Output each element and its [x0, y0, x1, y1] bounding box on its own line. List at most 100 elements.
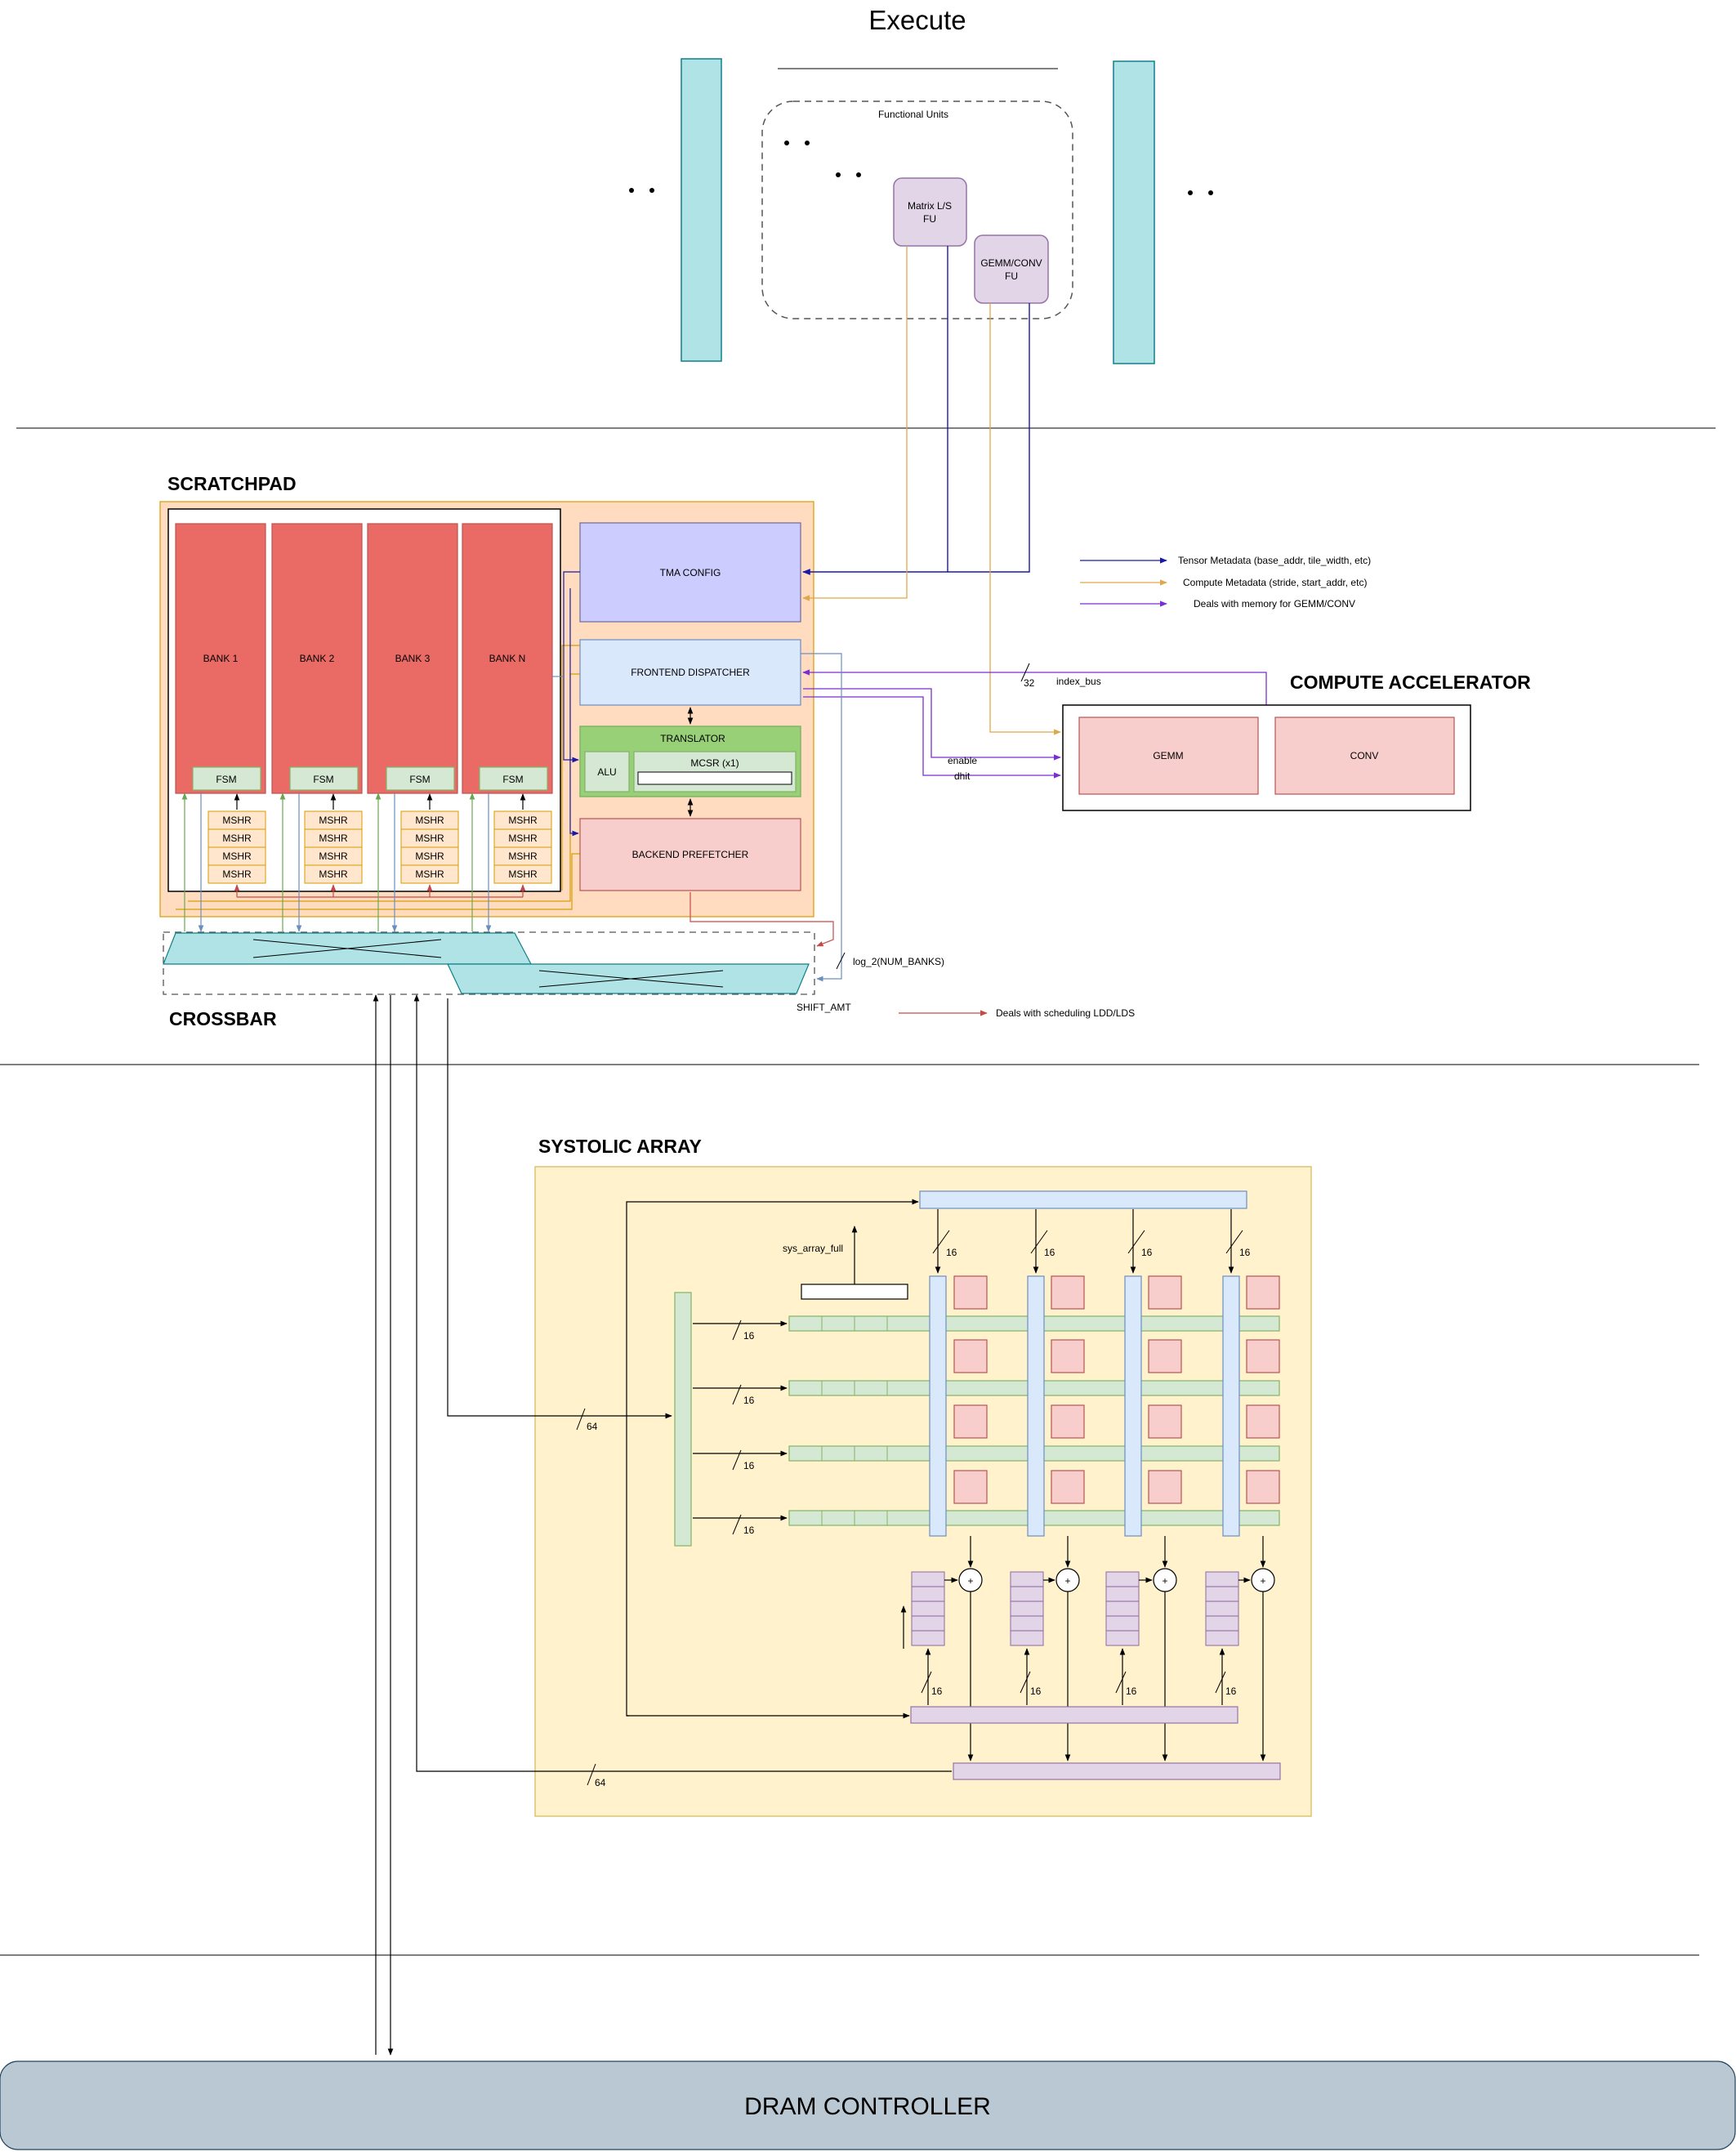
legend-label-compute: Compute Metadata (stride, start_addr, et… — [1183, 577, 1367, 588]
processing-element-2-3 — [1148, 1339, 1182, 1373]
crossbar-stage-2-cross-b — [538, 970, 724, 988]
accumulator-entry — [911, 1571, 945, 1587]
ellipsis-fu-2 — [836, 172, 861, 177]
scheduling-bus — [234, 884, 834, 947]
accumulator-entry — [1010, 1630, 1044, 1646]
mshr-label: MSHR — [319, 851, 348, 862]
scratchpad-title: SCRATCHPAD — [167, 473, 297, 494]
processing-element-1-4 — [1246, 1275, 1280, 1310]
accumulator-entry — [911, 1615, 945, 1632]
adder-symbol: + — [967, 1575, 973, 1587]
width-tick-16-row — [732, 1319, 742, 1341]
psum-buffer — [910, 1706, 1238, 1724]
width-label-16-psum: 16 — [931, 1685, 943, 1697]
accumulator-entry — [1205, 1586, 1239, 1602]
width-label-16-psum: 16 — [1030, 1685, 1042, 1697]
enable-line — [803, 688, 1061, 761]
mshr-stack-1: MSHR MSHR MSHR MSHR — [208, 810, 266, 884]
dhit-line — [803, 696, 1061, 779]
systolic-title: SYSTOLIC ARRAY — [538, 1136, 702, 1157]
fsm-4: FSM — [479, 766, 548, 791]
matrix-ls-fu-label-1: Matrix L/S — [908, 200, 952, 212]
width-tick-64-output — [587, 1763, 596, 1786]
fsm-4-label: FSM — [502, 774, 523, 785]
accumulator-entry — [911, 1630, 945, 1646]
fsm-2: FSM — [289, 766, 359, 791]
fsm-3-label: FSM — [409, 774, 430, 785]
bank-2-label: BANK 2 — [300, 653, 335, 664]
functional-units-group — [761, 100, 1073, 319]
index-bus-line — [802, 669, 1267, 705]
enable-label: enable — [948, 755, 977, 766]
width-label-16-row: 16 — [743, 1525, 755, 1536]
output-buffer — [953, 1762, 1281, 1780]
width-label-16-psum: 16 — [1225, 1685, 1237, 1697]
shift-amt-width-tick — [836, 952, 846, 970]
accumulator-entry — [1010, 1615, 1044, 1632]
processing-element-4-4 — [1246, 1470, 1280, 1504]
mcsr-register — [637, 771, 792, 785]
pipeline-register-right — [1113, 60, 1155, 364]
matrix-ls-fu-label-2: FU — [923, 213, 936, 225]
fsm-1-label: FSM — [216, 774, 236, 785]
processing-element-3-4 — [1246, 1404, 1280, 1439]
weight-column-2 — [1027, 1275, 1045, 1537]
mshr-label: MSHR — [319, 833, 348, 844]
bank-2: BANK 2 — [271, 523, 363, 794]
mshr-label: MSHR — [415, 833, 444, 844]
legend: Tensor Metadata (base_addr, tile_width, … — [1080, 555, 1371, 609]
weight-column-3 — [1124, 1275, 1142, 1537]
gemm-conv-fu-label-1: GEMM/CONV — [980, 257, 1042, 269]
processing-element-3-1 — [953, 1404, 988, 1439]
processing-element-1-2 — [1051, 1275, 1085, 1310]
mshr-label: MSHR — [415, 868, 444, 880]
gemm-fu-tensor-metadata — [948, 303, 1030, 573]
processing-element-4-3 — [1148, 1470, 1182, 1504]
width-label-16-psum: 16 — [1126, 1685, 1137, 1697]
mcsr-label: MCSR (x1) — [690, 757, 739, 769]
sys-array-full-label: sys_array_full — [783, 1243, 843, 1254]
width-tick-16-row — [732, 1449, 742, 1471]
width-label-64-output: 64 — [595, 1777, 606, 1788]
weight-column-1 — [929, 1275, 947, 1537]
sys-array-full-register — [801, 1284, 908, 1300]
accumulator-entry — [1010, 1586, 1044, 1602]
compute-accelerator-title: COMPUTE ACCELERATOR — [1290, 672, 1531, 693]
mshr-label: MSHR — [508, 833, 538, 844]
gemm-conv-fu — [974, 234, 1049, 304]
tma-config-label: TMA CONFIG — [660, 567, 721, 578]
ellipsis-right — [1188, 190, 1213, 195]
accumulator-entry — [1105, 1571, 1140, 1587]
width-label-16-col: 16 — [1141, 1247, 1153, 1258]
index-bus-width-tick — [1020, 663, 1030, 682]
processing-element-3-3 — [1148, 1404, 1182, 1439]
bank-n: BANK N — [462, 523, 553, 794]
tma-to-backend-line — [569, 588, 579, 837]
accumulator-entry — [1105, 1601, 1140, 1617]
mshr-label: MSHR — [508, 868, 538, 880]
width-tick-16-col — [1127, 1230, 1145, 1254]
accumulator-entry — [1010, 1601, 1044, 1617]
crossbar-title: CROSSBAR — [169, 1008, 277, 1029]
frontend-dispatcher-label: FRONTEND DISPATCHER — [631, 667, 750, 678]
processing-element-2-1 — [953, 1339, 988, 1373]
mshr-label: MSHR — [319, 815, 348, 826]
accumulator-entry — [1205, 1571, 1239, 1587]
width-tick-16-row — [732, 1384, 742, 1405]
conv-unit — [1274, 717, 1455, 795]
mshr-stack-2: MSHR MSHR MSHR MSHR — [304, 810, 363, 884]
backend-prefetcher-label: BACKEND PREFETCHER — [632, 849, 749, 860]
mshr-label: MSHR — [222, 868, 252, 880]
mshr-stack-4: MSHR MSHR MSHR MSHR — [493, 810, 552, 884]
gemm-conv-fu-label-2: FU — [1005, 270, 1018, 282]
mshr-label: MSHR — [222, 851, 252, 862]
mshr-stack-3: MSHR MSHR MSHR MSHR — [400, 810, 459, 884]
weight-input-buffer — [919, 1190, 1247, 1209]
dram-controller — [0, 2060, 1736, 2150]
width-label-64-input: 64 — [587, 1421, 598, 1432]
ellipsis-left — [629, 188, 654, 193]
bank-1-label: BANK 1 — [203, 653, 239, 664]
ellipsis-fu-1 — [784, 141, 810, 145]
weight-column-4 — [1222, 1275, 1240, 1537]
